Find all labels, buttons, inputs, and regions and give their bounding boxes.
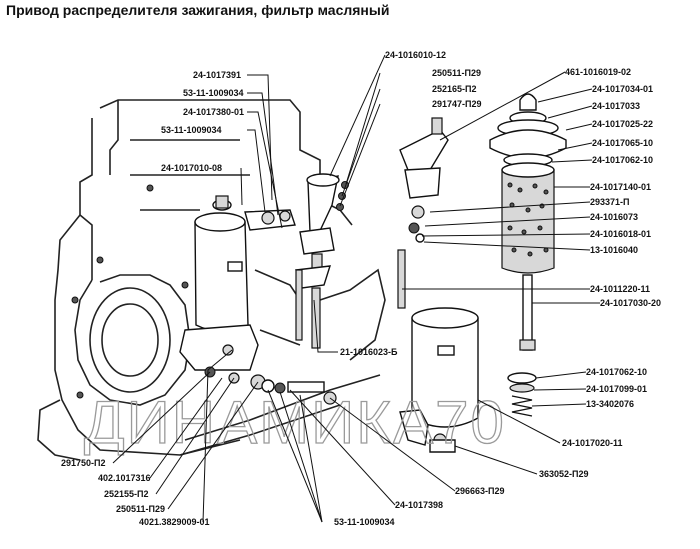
part-label: 363052-П29 (539, 469, 589, 479)
filter-housing-assembly (179, 195, 296, 371)
leader-lines (112, 54, 600, 523)
part-label: 24-1016073 (590, 212, 638, 222)
part-label: 250511-П29 (116, 504, 165, 514)
filter-mesh (507, 182, 549, 257)
part-label: 24-1016018-01 (590, 229, 651, 239)
part-label: 296663-П29 (455, 486, 505, 496)
part-label: 291750-П2 (61, 458, 106, 468)
part-label: 21-1016023-Б (340, 347, 398, 357)
filter-can (399, 307, 479, 453)
distributor-drive-assembly (295, 173, 349, 349)
part-label: 24-1017020-11 (562, 438, 623, 448)
part-label: 24-1017398 (395, 500, 443, 510)
part-label: 24-1017034-01 (592, 84, 653, 94)
part-label: 250511-П29 (432, 68, 481, 78)
part-label: 252155-П2 (104, 489, 149, 499)
part-label: 402.1017316 (98, 473, 151, 483)
spring-washers (507, 372, 537, 417)
part-label: 24-1017380-01 (183, 107, 244, 117)
lower-fittings (204, 366, 337, 405)
part-label: 461-1016019-02 (565, 67, 631, 77)
part-label: 24-1011220-11 (590, 284, 650, 294)
part-label: 24-1016010-12 (385, 50, 446, 60)
part-labels: 24-1017391 53-11-1009034 24-1017380-01 5… (61, 50, 661, 527)
part-label: 24-1017140-01 (590, 182, 651, 192)
part-label: 291747-П29 (432, 99, 482, 109)
part-label: 24-1017062-10 (586, 367, 647, 377)
part-label: 24-1017099-01 (586, 384, 647, 394)
engine-block (37, 99, 386, 461)
drive-shaft-assembly (397, 117, 449, 309)
part-label: 53-11-1009034 (183, 88, 244, 98)
part-label: 24-1017025-22 (592, 119, 653, 129)
part-label: 24-1017030-20 (600, 298, 661, 308)
part-label: 53-11-1009034 (161, 125, 222, 135)
part-label: 24-1017010-08 (161, 163, 222, 173)
part-label: 4021.3829009-01 (139, 517, 210, 527)
part-label: 24-1017062-10 (592, 155, 653, 165)
part-label: 24-1017065-10 (592, 138, 653, 148)
diagram-title: Привод распределителя зажигания, фильтр … (6, 2, 390, 18)
watermark-text: ДИНАМИКА70 (84, 389, 506, 456)
part-label: 53-11-1009034 (334, 517, 395, 527)
part-label: 293371-П (590, 197, 630, 207)
part-label: 24-1017033 (592, 101, 640, 111)
filter-element-stack (489, 93, 567, 351)
part-label: 252165-П2 (432, 84, 477, 94)
part-label: 24-1017391 (193, 70, 241, 80)
part-label: 13-3402076 (586, 399, 634, 409)
part-label: 13-1016040 (590, 245, 638, 255)
